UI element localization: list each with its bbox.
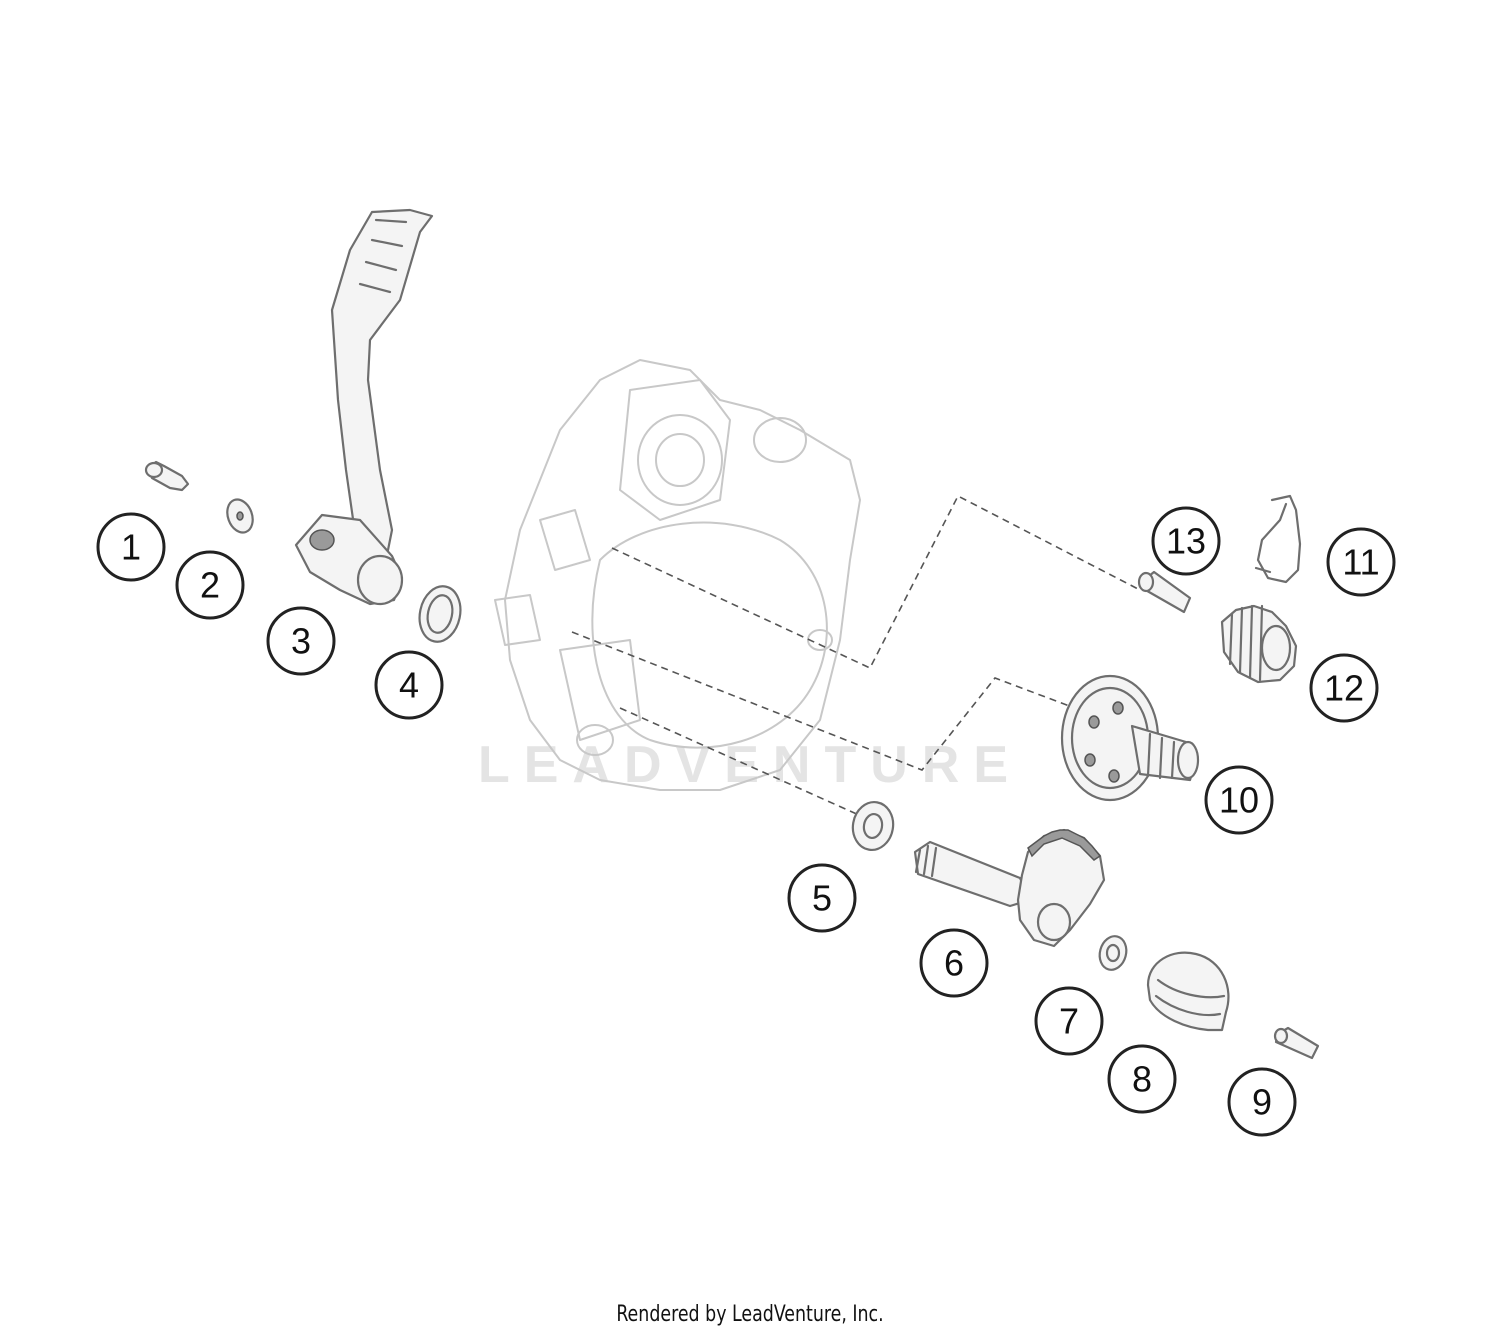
callout-11-label: 11 bbox=[1342, 542, 1379, 583]
leader-lines bbox=[571, 494, 1141, 821]
callout-12: 12 bbox=[1309, 653, 1379, 723]
part-6-kickstarter-shaft bbox=[913, 828, 1106, 948]
part-2-washer bbox=[226, 498, 254, 534]
part-7-washer bbox=[1098, 935, 1128, 971]
part-13-pin bbox=[1137, 570, 1192, 614]
callout-3-label: 3 bbox=[291, 621, 311, 662]
callout-8-label: 8 bbox=[1132, 1059, 1152, 1100]
part-3-kickstart-lever bbox=[294, 208, 434, 606]
callout-6: 6 bbox=[919, 928, 989, 998]
part-12-gear bbox=[1220, 604, 1298, 684]
part-11-clip bbox=[1254, 494, 1302, 584]
watermark-text: LEADVENTURE bbox=[478, 736, 1022, 794]
callout-1-label: 1 bbox=[121, 527, 141, 568]
callout-2: 2 bbox=[175, 550, 245, 620]
callout-4: 4 bbox=[374, 650, 444, 720]
callout-2-label: 2 bbox=[200, 565, 220, 606]
callout-9: 9 bbox=[1227, 1067, 1297, 1137]
engine-case bbox=[494, 359, 861, 791]
callout-7: 7 bbox=[1034, 986, 1104, 1056]
callout-13-label: 13 bbox=[1166, 521, 1206, 562]
callout-12-label: 12 bbox=[1324, 668, 1364, 709]
callout-4-label: 4 bbox=[399, 665, 419, 706]
part-4-seal-ring bbox=[418, 585, 462, 643]
part-1-bolt bbox=[144, 460, 190, 492]
callout-5: 5 bbox=[787, 863, 857, 933]
part-5-washer bbox=[851, 801, 895, 851]
part-10-gear bbox=[1060, 674, 1200, 802]
callout-7-label: 7 bbox=[1059, 1001, 1079, 1042]
callout-1: 1 bbox=[96, 512, 166, 582]
part-9-pin bbox=[1273, 1026, 1320, 1060]
part-8-spring bbox=[1146, 951, 1230, 1032]
callout-8: 8 bbox=[1107, 1044, 1177, 1114]
callout-10-label: 10 bbox=[1219, 780, 1259, 821]
callout-10: 10 bbox=[1204, 765, 1274, 835]
callout-6-label: 6 bbox=[944, 943, 964, 984]
callout-9-label: 9 bbox=[1252, 1082, 1272, 1123]
callout-5-label: 5 bbox=[812, 878, 832, 919]
callout-13: 13 bbox=[1151, 506, 1221, 576]
callout-11: 11 bbox=[1326, 527, 1396, 597]
footer-credit: Rendered by LeadVenture, Inc. bbox=[616, 1302, 884, 1327]
callout-3: 3 bbox=[266, 606, 336, 676]
